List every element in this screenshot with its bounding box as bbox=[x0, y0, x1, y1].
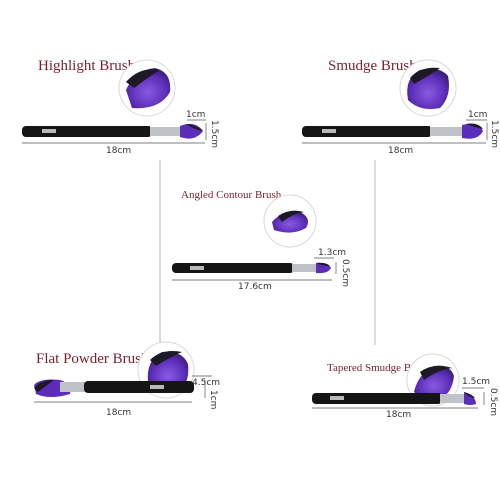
smudge-brush-head-width: 1cm bbox=[468, 110, 488, 120]
flat-powder-brush-head-width-label: 4.5cm bbox=[192, 378, 221, 388]
angled-contour-brush-title: Angled Contour Brush bbox=[181, 189, 282, 201]
highlight-brush-title: Highlight Brush bbox=[38, 58, 136, 74]
flat-powder-brush-length: 18cm bbox=[106, 408, 132, 418]
smudge-brush-length: 18cm bbox=[388, 146, 414, 156]
flat-powder-brush-title: Flat Powder Brush bbox=[36, 351, 149, 367]
tapered-smudge-brush-length: 18cm bbox=[386, 410, 412, 420]
tapered-smudge-brush-head-height: 0.5cm bbox=[488, 388, 498, 417]
smudge-brush-title: Smudge Brush bbox=[328, 58, 417, 74]
tapered-smudge-brush-head-width: 1.5cm bbox=[462, 377, 491, 387]
highlight-brush-head-width: 1cm bbox=[186, 110, 206, 120]
angled-contour-brush-length: 17.6cm bbox=[238, 282, 272, 292]
tapered-smudge-brush-title: Tapered Smudge Brush bbox=[327, 362, 431, 374]
angled-contour-brush-head-width: 1.3cm bbox=[318, 248, 347, 258]
highlight-brush-length: 18cm bbox=[106, 146, 132, 156]
